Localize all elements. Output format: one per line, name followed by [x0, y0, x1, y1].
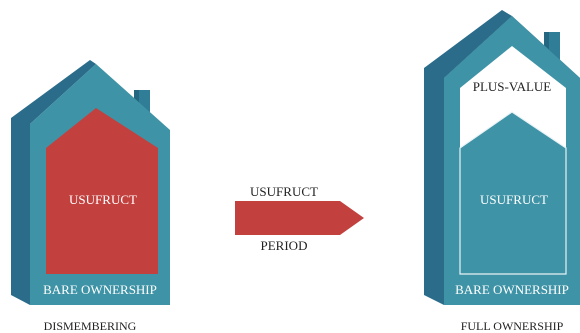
arrow-period-label: PERIOD [261, 238, 308, 253]
arrow-shape [235, 201, 364, 235]
left-house-bare-ownership-label: BARE OWNERSHIP [43, 282, 157, 297]
arrow-usufruct-label: USUFRUCT [250, 184, 318, 199]
left-caption: DISMEMBERING [44, 319, 137, 333]
right-house-bare-ownership-label: BARE OWNERSHIP [455, 282, 569, 297]
right-caption: FULL OWNERSHIP [461, 319, 564, 333]
right-house-plus-value-label: PLUS-VALUE [473, 79, 552, 94]
left-house-usufruct-label: USUFRUCT [69, 192, 137, 207]
left-house: USUFRUCT BARE OWNERSHIP [11, 60, 170, 305]
period-arrow: USUFRUCT PERIOD [235, 184, 364, 253]
right-house: PLUS-VALUE USUFRUCT BARE OWNERSHIP [424, 10, 580, 305]
right-house-usufruct-label: USUFRUCT [480, 192, 548, 207]
